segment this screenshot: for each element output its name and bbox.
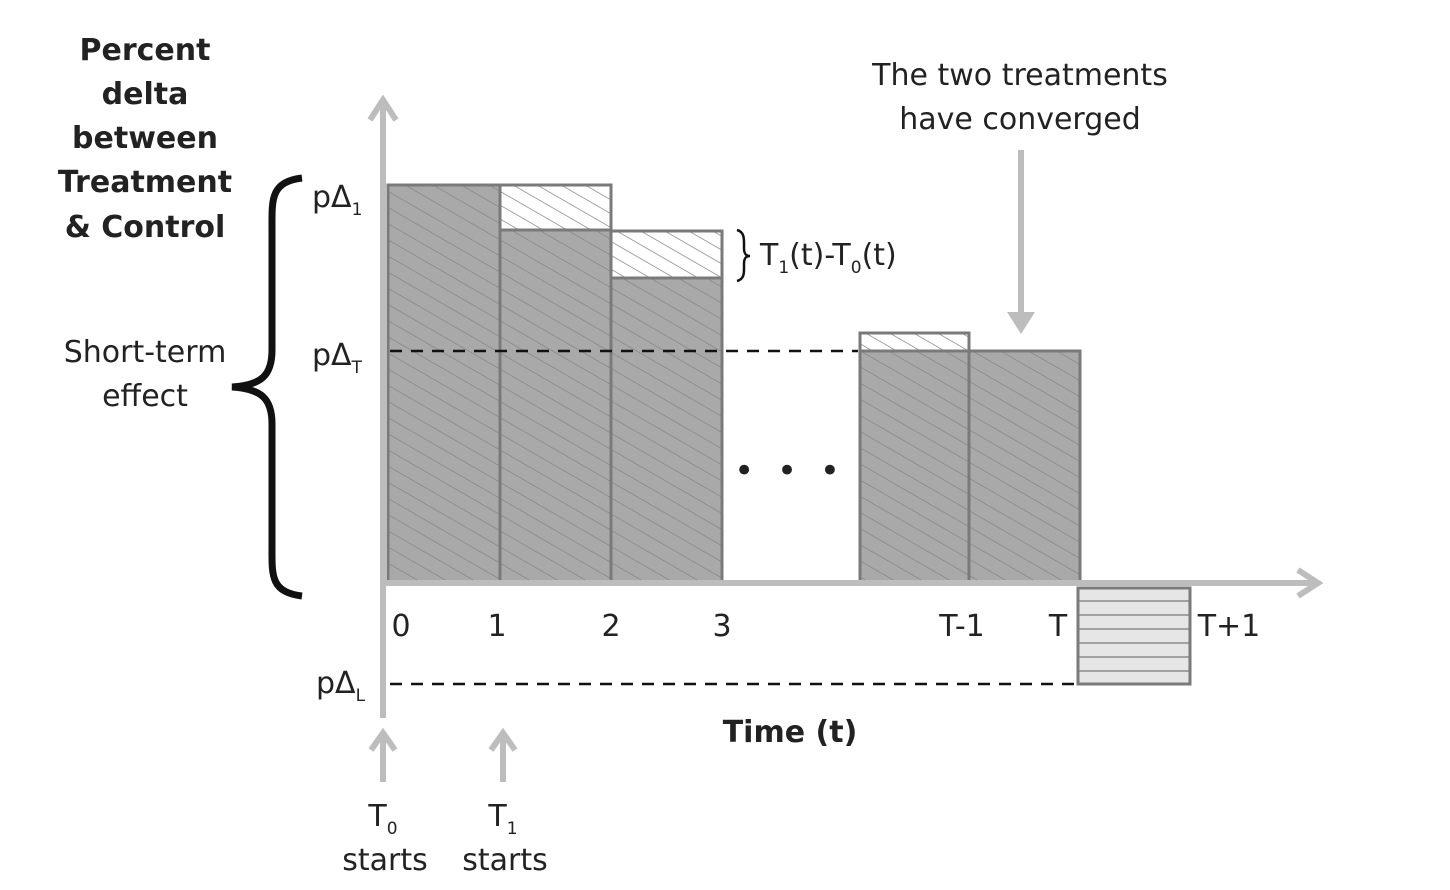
- bar-0: [386, 183, 502, 585]
- bar-1: [498, 228, 613, 585]
- x-tick: 3: [712, 609, 731, 644]
- svg-text:The two treatments: The two treatments: [871, 58, 1168, 93]
- x-tick: 0: [391, 609, 410, 644]
- svg-text:& Control: & Control: [65, 210, 226, 245]
- t0-start-arrow: [368, 727, 398, 782]
- axes: [367, 94, 1324, 718]
- level-pdelta-t: pΔT: [312, 338, 363, 378]
- difference-brace: [736, 228, 751, 283]
- bar-t-1: [858, 349, 971, 585]
- short-term-effect-label: Short-term effect: [64, 335, 227, 414]
- x-tick: 1: [487, 609, 506, 644]
- level-pdelta-l: pΔL: [316, 666, 366, 706]
- t0-label: T0: [367, 799, 397, 839]
- svg-text:between: between: [72, 121, 218, 156]
- bars: [386, 183, 1192, 686]
- svg-text:delta: delta: [102, 77, 189, 112]
- t1-start-arrow: [488, 727, 518, 782]
- level-pdelta-1: pΔ1: [312, 180, 362, 220]
- bar-2: [609, 276, 724, 585]
- bar-1-diff: [498, 183, 613, 232]
- bar-2-diff: [609, 229, 724, 280]
- y-axis-title: Percent delta between Treatment & Contro…: [58, 33, 232, 245]
- difference-label: T1(t)-T0(t): [759, 238, 897, 278]
- ellipsis: • • •: [734, 451, 846, 491]
- x-tick: 2: [601, 609, 620, 644]
- t1-starts: starts: [462, 843, 548, 878]
- bar-t: [967, 349, 1082, 585]
- svg-text:effect: effect: [102, 379, 188, 414]
- svg-text:Treatment: Treatment: [58, 165, 232, 200]
- converged-arrow: [1007, 150, 1035, 334]
- t1-label: T1: [487, 799, 517, 839]
- x-tick: T: [1048, 609, 1068, 644]
- svg-text:have converged: have converged: [899, 102, 1141, 137]
- svg-text:Percent: Percent: [80, 33, 211, 68]
- t0-starts: starts: [342, 843, 428, 878]
- x-tick: T-1: [938, 609, 984, 644]
- converged-annotation: The two treatments have converged: [871, 58, 1168, 137]
- short-term-brace: [231, 174, 303, 600]
- svg-text:Short-term: Short-term: [64, 335, 227, 370]
- x-axis-title: Time (t): [723, 715, 858, 750]
- x-tick: T+1: [1197, 609, 1261, 644]
- bar-t-plus-1-negative: [1076, 586, 1192, 686]
- bar-t-1-diff: [858, 331, 971, 353]
